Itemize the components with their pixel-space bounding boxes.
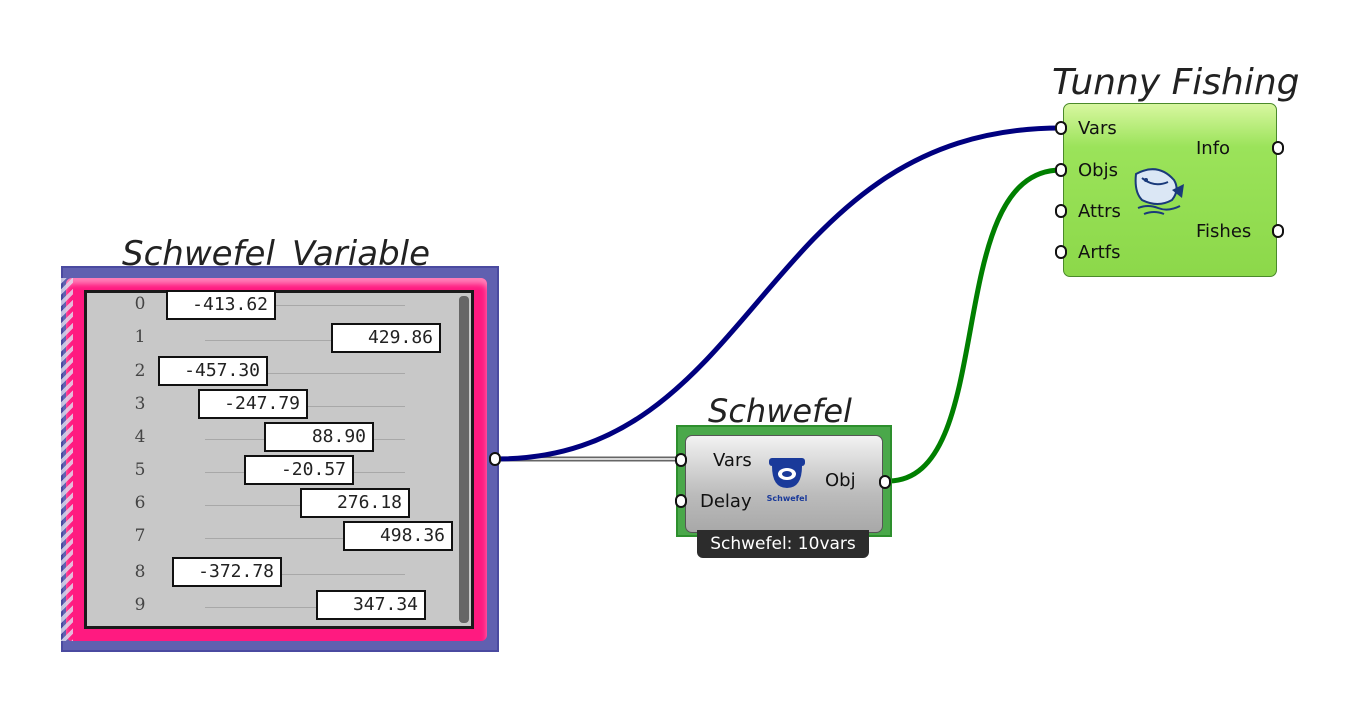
schwefel-input-label-delay: Delay [700, 491, 752, 512]
schwefel-input-port-vars[interactable] [675, 453, 687, 467]
slider-row-index: 8 [134, 562, 146, 582]
tunny-input-label-objs: Objs [1078, 160, 1118, 181]
slider-row-track [205, 373, 405, 374]
slider-output-port[interactable] [489, 452, 501, 466]
schwefel-icon-label: Schwefel [766, 494, 808, 503]
slider-row-index: 2 [134, 361, 146, 381]
slider-row-value[interactable]: 429.86 [331, 323, 441, 353]
tunny-input-port-vars[interactable] [1055, 121, 1067, 135]
schwefel-icon: Schwefel [762, 452, 812, 504]
tunny-input-port-attrs[interactable] [1055, 204, 1067, 218]
slider-row-track [205, 607, 405, 608]
tunny-input-label-vars: Vars [1078, 118, 1117, 139]
slider-row-index: 7 [134, 526, 146, 546]
wire-slider-to-tunny-vars[interactable] [496, 125, 1062, 462]
tunny-output-port-info[interactable] [1272, 141, 1284, 155]
tunny-component-title: Tunny Fishing [1052, 62, 1300, 103]
tunny-output-label-fishes: Fishes [1196, 221, 1252, 242]
tunny-input-port-objs[interactable] [1055, 163, 1067, 177]
tunny-output-port-fishes[interactable] [1272, 224, 1284, 238]
slider-row-value[interactable]: -20.57 [244, 455, 354, 485]
slider-row-index: 5 [134, 460, 146, 480]
slider-row-track [205, 340, 405, 341]
slider-row-value[interactable]: -457.30 [158, 356, 268, 386]
fish-icon [1128, 160, 1190, 218]
slider-row-value[interactable]: 276.18 [300, 488, 410, 518]
slider-row-index: 9 [134, 595, 146, 615]
schwefel-status-label: Schwefel: 10vars [697, 530, 869, 558]
slider-row-value[interactable]: -372.78 [172, 557, 282, 587]
slider-row-value[interactable]: 347.34 [316, 590, 426, 620]
slider-row-index: 1 [134, 327, 146, 347]
slider-row-index: 6 [134, 493, 146, 513]
slider-row-track [205, 305, 405, 306]
tunny-input-label-attrs: Attrs [1078, 201, 1121, 222]
slider-row-index: 4 [134, 427, 146, 447]
slider-row-index: 3 [134, 394, 146, 414]
schwefel-component-title: Schwefel [708, 392, 852, 430]
slider-scrollbar[interactable] [459, 296, 469, 623]
slider-row-value[interactable]: 88.90 [264, 422, 374, 452]
slider-row-value[interactable]: 498.36 [343, 521, 453, 551]
slider-row-value[interactable]: -247.79 [198, 389, 308, 419]
tunny-output-label-info: Info [1196, 138, 1231, 159]
schwefel-input-port-delay[interactable] [675, 494, 687, 508]
tunny-input-label-artfs: Artfs [1078, 242, 1121, 263]
slider-row-value[interactable]: -413.62 [166, 290, 276, 320]
schwefel-input-label-vars: Vars [713, 450, 752, 471]
schwefel-output-label-obj: Obj [825, 470, 856, 491]
slider-edge-decoration [61, 278, 73, 641]
slider-row-index: 0 [134, 294, 146, 314]
tunny-input-port-artfs[interactable] [1055, 245, 1067, 259]
slider-row-track [205, 574, 405, 575]
slider-row-track [205, 538, 405, 539]
wire-schwefel-to-tunny-objs[interactable] [887, 167, 1062, 484]
schwefel-output-port-obj[interactable] [879, 475, 891, 489]
